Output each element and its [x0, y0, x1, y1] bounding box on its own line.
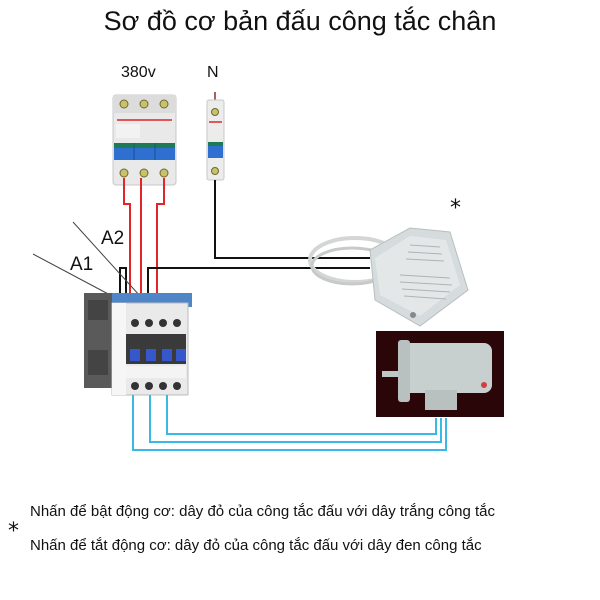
note-turn-off: Nhấn để tắt động cơ: dây đỏ của công tắc… [30, 537, 482, 554]
label-neutral: N [207, 64, 219, 81]
wiring-diagram [32, 92, 504, 451]
motor-wires [132, 395, 447, 451]
asterisk-marker: * [450, 196, 461, 221]
contactor [84, 293, 192, 396]
label-a1: A1 [70, 254, 94, 275]
breaker-neutral [206, 92, 225, 181]
note-turn-on: Nhấn để bật động cơ: dây đỏ của công tắc… [30, 503, 495, 520]
foot-switch [308, 227, 469, 327]
motor [376, 331, 504, 417]
phase-wires [123, 178, 165, 300]
label-380v: 380v [121, 64, 156, 81]
breaker-3pole [112, 94, 177, 186]
diagram-title: Sơ đồ cơ bản đấu công tắc chân [103, 6, 497, 36]
notes-asterisk: * [8, 519, 19, 544]
label-a2: A2 [101, 228, 125, 249]
a2-leader [72, 221, 141, 297]
a1-leader [32, 253, 113, 297]
